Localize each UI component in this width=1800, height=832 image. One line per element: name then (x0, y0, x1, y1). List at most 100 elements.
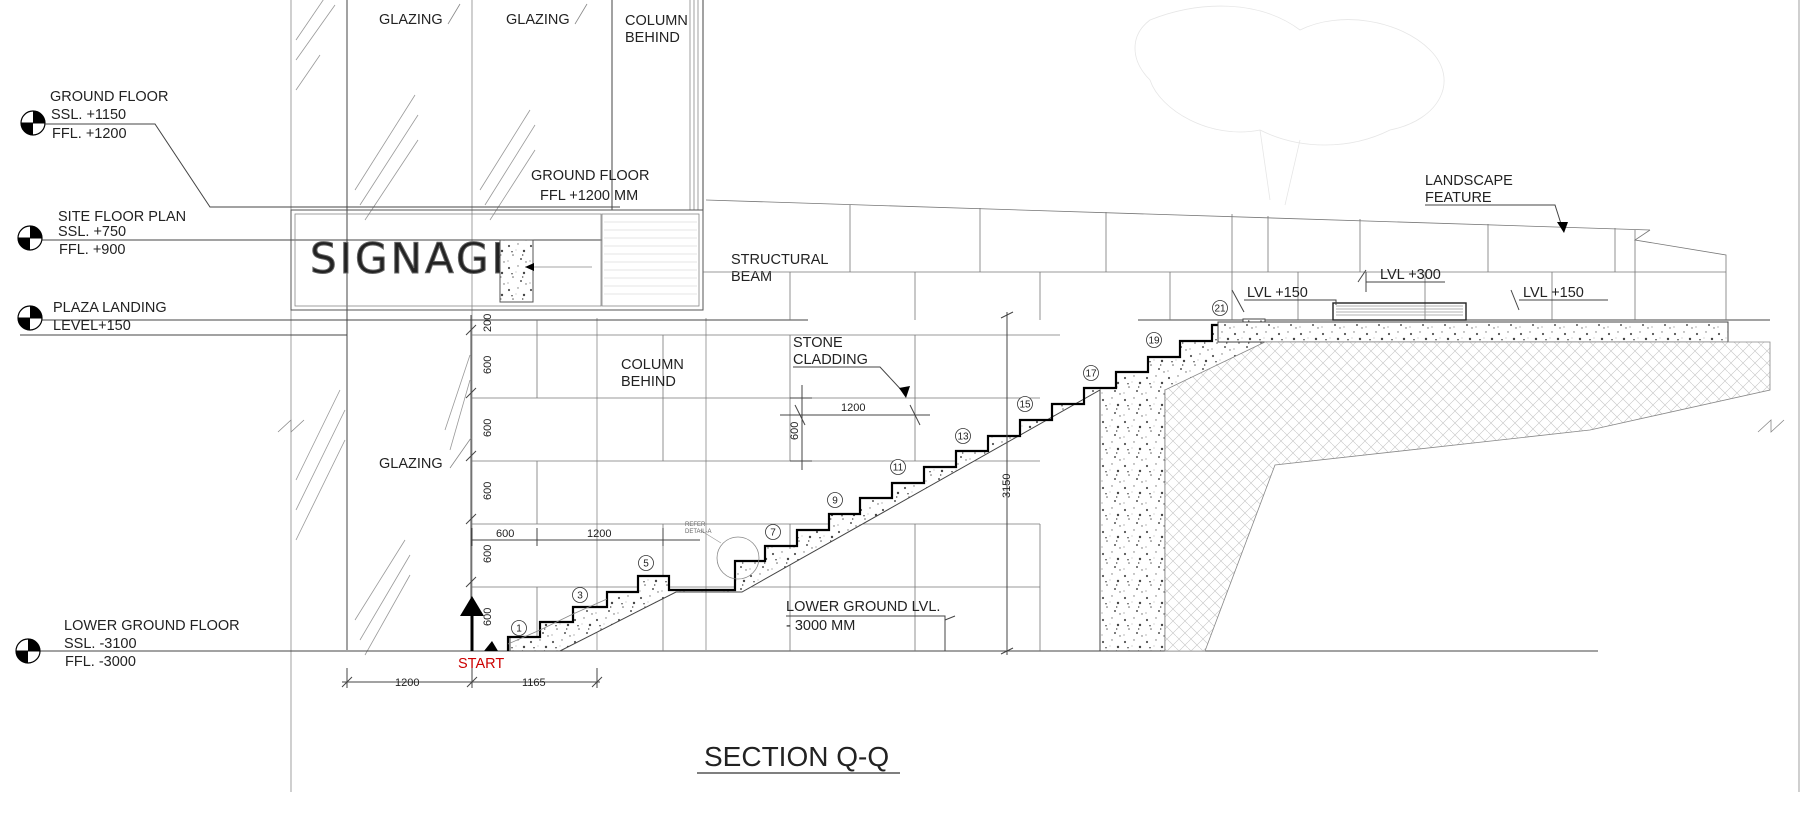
step-number-circle (1146, 332, 1162, 348)
lvl-150-right: LVL +150 (1523, 285, 1584, 301)
landscape-feature-note: LANDSCAPE FEATURE (1425, 173, 1568, 233)
height-dimension-3150: 3150 (1000, 311, 1014, 655)
landscape-feature-2: FEATURE (1425, 190, 1492, 206)
step-number-circle (955, 428, 971, 444)
dim-600-3: 600 (482, 482, 494, 500)
ground-floor-note-1: GROUND FLOOR (531, 168, 649, 184)
lvl-150-left: LVL +150 (1247, 285, 1308, 301)
level-ground-ssl: SSL. +1150 (51, 107, 126, 123)
step-number: 3 (577, 591, 583, 602)
level-site-ffl: FFL. +900 (59, 242, 126, 258)
level-marker-ground: GROUND FLOOR SSL. +1150 FFL. +1200 (20, 89, 620, 208)
section-title-text: SECTION Q-Q (704, 741, 889, 772)
level-site-ssl: SSL. +750 (58, 224, 126, 240)
level-lower-ffl: FFL. -3000 (65, 654, 136, 670)
start-label: START (458, 656, 504, 672)
level-site-name: SITE FLOOR PLAN (58, 209, 186, 225)
step-number-circle (827, 492, 843, 508)
column-behind-mid-1: COLUMN (621, 357, 684, 373)
stair-section (506, 318, 1266, 652)
step-number-circle (572, 587, 588, 603)
step-number-circle (1083, 365, 1099, 381)
step-number-circle (1212, 300, 1228, 316)
glazing-hatch (295, 0, 536, 656)
dim-1200-h: 1200 (587, 528, 611, 540)
step-number-circle (1017, 396, 1033, 412)
step-number: 11 (893, 463, 904, 474)
glazing-lower-label: GLAZING (379, 437, 472, 472)
dim-1200-stone: 1200 (841, 402, 865, 414)
lvl-300: LVL +300 (1380, 267, 1441, 283)
step-number: 15 (1019, 400, 1031, 411)
break-mark-left (277, 419, 1785, 433)
step-number-circle (890, 459, 906, 475)
step-number: 19 (1148, 336, 1160, 347)
level-ground-ffl: FFL. +1200 (52, 126, 127, 142)
level-lower-name: LOWER GROUND FLOOR (64, 618, 240, 634)
step-number: 17 (1085, 369, 1097, 380)
ground-floor-note-2: FFL +1200 MM (540, 188, 638, 204)
level-lines (20, 239, 1770, 652)
level-marker-plaza: PLAZA LANDING LEVEL+150 (17, 300, 167, 334)
level-plaza-name: PLAZA LANDING (53, 300, 167, 316)
structural-beam-1: STRUCTURAL (731, 252, 828, 268)
dim-200: 200 (482, 314, 494, 332)
level-ground-name: GROUND FLOOR (50, 89, 168, 105)
level-plaza-line2: LEVEL+150 (53, 318, 131, 334)
lower-ground-lvl-1: LOWER GROUND LVL. (786, 599, 940, 615)
dim-3150: 3150 (1001, 474, 1013, 498)
dim-600-5: 600 (482, 608, 494, 626)
level-lower-ssl: SSL. -3100 (64, 636, 137, 652)
lower-ground-lvl-2: - 3000 MM (786, 618, 855, 634)
landscape-wall (1138, 214, 1727, 320)
column-behind-top-1: COLUMN (625, 13, 688, 29)
tree-sketch (1134, 5, 1445, 206)
column-behind-top-2: BEHIND (625, 30, 680, 46)
section-title: SECTION Q-Q (697, 741, 900, 774)
horizontal-dimension-mid: 600 1200 REFER DETAIL-A (471, 522, 712, 546)
stone-size-dimension: 1200 600 (780, 385, 930, 470)
glazing-label-2: GLAZING (506, 12, 570, 28)
step-number-circle (765, 524, 781, 540)
glazing-label-3: GLAZING (379, 456, 443, 472)
stone-cladding-note: STONE CLADDING (793, 335, 910, 398)
horizontal-dimension-bottom: 1200 1165 (341, 668, 603, 689)
dim-600-4: 600 (482, 545, 494, 563)
landscape-feature-1: LANDSCAPE (1425, 173, 1513, 189)
dim-1165-bottom: 1165 (522, 677, 546, 689)
step-number: 9 (832, 496, 838, 507)
step-number: 13 (957, 432, 969, 443)
glazing-label-1: GLAZING (379, 12, 443, 28)
start-arrow: START (458, 596, 504, 672)
step-number: 1 (516, 624, 522, 635)
dim-1200-bottom: 1200 (395, 677, 419, 689)
refer-detail-1: REFER (685, 522, 706, 528)
step-number-circle (511, 620, 527, 636)
stone-cladding-grid (472, 199, 1651, 651)
plaza-slab (1164, 302, 1771, 652)
column-behind-mid-2: BEHIND (621, 374, 676, 390)
building-frame (290, 0, 1800, 792)
dim-600-2: 600 (482, 419, 494, 437)
lower-ground-note: LOWER GROUND LVL. - 3000 MM (786, 599, 956, 651)
signage-text: SIGNAGE (310, 234, 521, 283)
level-marker-lower: LOWER GROUND FLOOR SSL. -3100 FFL. -3000 (15, 618, 240, 670)
step-number: 7 (770, 528, 776, 539)
top-glazing-labels: GLAZING GLAZING COLUMN BEHIND (379, 3, 688, 46)
vertical-dimension: 200 600 600 600 600 600 (465, 314, 494, 651)
level-tags: LVL +150 LVL +300 LVL +150 (1231, 267, 1608, 313)
dim-600-1: 600 (482, 356, 494, 374)
step-number-circle (638, 555, 654, 571)
step-number: 21 (1214, 304, 1226, 315)
dim-600-stone: 600 (789, 422, 801, 440)
dim-600-h: 600 (496, 528, 514, 540)
level-marker-site: SITE FLOOR PLAN SSL. +750 FFL. +900 (17, 209, 186, 258)
stone-cladding-1: STONE (793, 335, 843, 351)
step-number: 5 (643, 559, 649, 570)
stone-cladding-2: CLADDING (793, 352, 868, 368)
structural-beam-2: BEAM (731, 269, 772, 285)
signage-box: SIGNAGE (290, 209, 704, 311)
refer-detail-2: DETAIL-A (685, 529, 712, 535)
